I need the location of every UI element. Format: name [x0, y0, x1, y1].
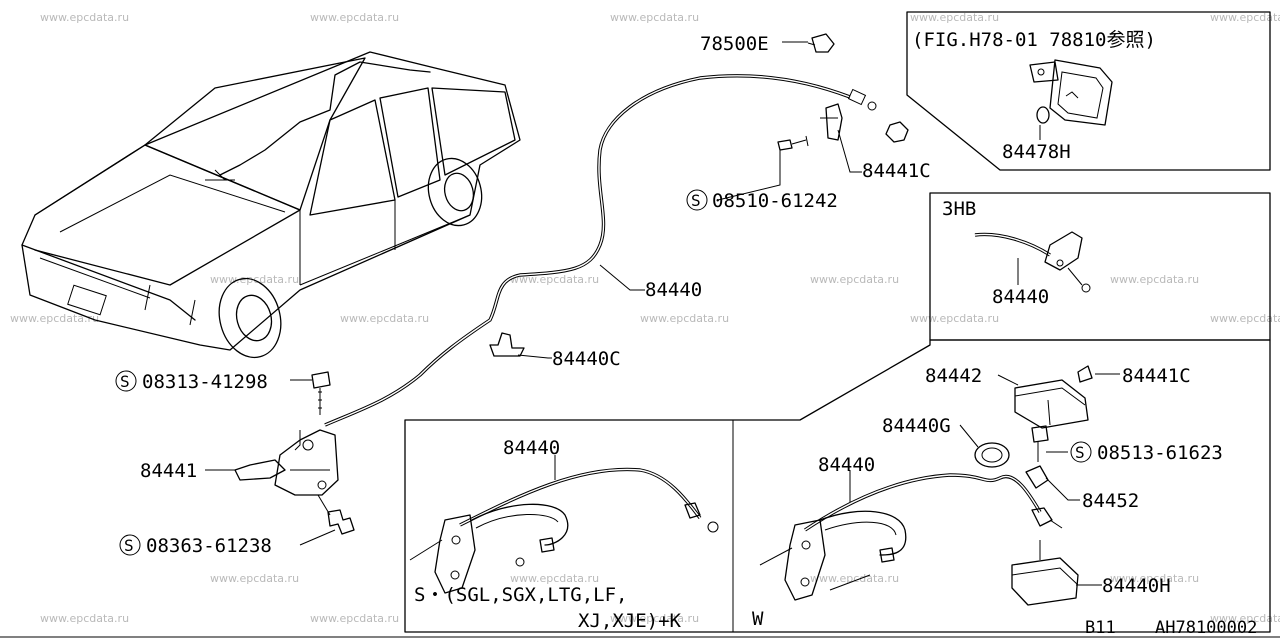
- label-84442: 84442: [925, 365, 982, 387]
- s-symbol-letter: S: [124, 536, 134, 555]
- s-symbol: [119, 534, 141, 556]
- label-variant-s-cont: XJ,XJE)+K: [578, 610, 682, 632]
- label-84441C: 84441C: [862, 160, 931, 182]
- watermark-text: www.epcdata.ru: [40, 612, 129, 625]
- label-08363-61238: 08363-61238: [146, 535, 272, 557]
- label-3HB: 3HB: [942, 198, 976, 220]
- label-84452: 84452: [1082, 490, 1139, 512]
- label-84440-w: 84440: [818, 454, 875, 476]
- watermark-text: www.epcdata.ru: [310, 612, 399, 625]
- watermark-text: www.epcdata.ru: [510, 273, 599, 286]
- watermark-text: www.epcdata.ru: [1110, 273, 1199, 286]
- watermark-text: www.epcdata.ru: [810, 273, 899, 286]
- fig-reference-box: (FIG.H78-01 78810参照) 84478H: [906, 11, 1271, 171]
- label-84440C: 84440C: [552, 348, 621, 370]
- label-84441C-w: 84441C: [1122, 365, 1191, 387]
- watermark-text: www.epcdata.ru: [1210, 312, 1280, 325]
- watermark-text: www.epcdata.ru: [910, 11, 999, 24]
- label-84478H: 84478H: [1002, 141, 1071, 163]
- s-symbol: [686, 189, 708, 211]
- watermark-text: www.epcdata.ru: [40, 11, 129, 24]
- footer-code: AH78100002: [1155, 618, 1257, 638]
- label-84440G: 84440G: [882, 415, 951, 437]
- w-variant-box: 84442 84441C 84440G S 08513-61623 84440 …: [404, 339, 1271, 633]
- main-cable-84440: [324, 33, 909, 427]
- car-illustration: [21, 51, 521, 359]
- hatchback-box: 3HB 84440: [929, 192, 1271, 341]
- label-08513-61623: 08513-61623: [1097, 442, 1223, 464]
- watermark-text: www.epcdata.ru: [210, 572, 299, 585]
- watermark-text: www.epcdata.ru: [1210, 612, 1280, 625]
- watermark-text: www.epcdata.ru: [340, 312, 429, 325]
- label-84440H: 84440H: [1102, 575, 1171, 597]
- leader-lines: [205, 41, 862, 546]
- label-variant-w: W: [752, 608, 764, 630]
- watermark-text: www.epcdata.ru: [910, 312, 999, 325]
- label-variant-s: S・(SGL,SGX,LTG,LF,: [414, 584, 627, 606]
- watermark-text: www.epcdata.ru: [1210, 11, 1280, 24]
- s-symbol: [115, 370, 137, 392]
- watermark-text: www.epcdata.ru: [310, 11, 399, 24]
- label-08313-41298: 08313-41298: [142, 371, 268, 393]
- watermark-text: www.epcdata.ru: [810, 572, 899, 585]
- s-symbol-letter: S: [1075, 443, 1085, 462]
- watermark-text: www.epcdata.ru: [1110, 572, 1199, 585]
- watermark-text: www.epcdata.ru: [640, 312, 729, 325]
- label-08510-61242: 08510-61242: [712, 190, 838, 212]
- footer: B11 AH78100002: [0, 618, 1280, 638]
- watermark-text: www.epcdata.ru: [610, 612, 699, 625]
- label-78500E: 78500E: [700, 33, 769, 55]
- label-84440-hb: 84440: [992, 286, 1049, 308]
- footer-model: B11: [1085, 618, 1116, 638]
- label-84440: 84440: [645, 279, 702, 301]
- label-84440-s: 84440: [503, 437, 560, 459]
- watermark-text: www.epcdata.ru: [610, 11, 699, 24]
- watermarks: www.epcdata.ru www.epcdata.ru www.epcdat…: [10, 11, 1280, 625]
- label-84441: 84441: [140, 460, 197, 482]
- s-symbol-letter: S: [120, 372, 130, 391]
- watermark-text: www.epcdata.ru: [510, 572, 599, 585]
- left-callouts: 78500E 84441C S 08510-61242 84440 84440C…: [115, 33, 931, 557]
- s-symbol-letter: S: [691, 191, 701, 210]
- label-fig-reference: (FIG.H78-01 78810参照): [912, 29, 1156, 51]
- s-symbol: [1070, 441, 1092, 463]
- lever-assembly: [234, 332, 525, 535]
- watermark-text: www.epcdata.ru: [10, 312, 99, 325]
